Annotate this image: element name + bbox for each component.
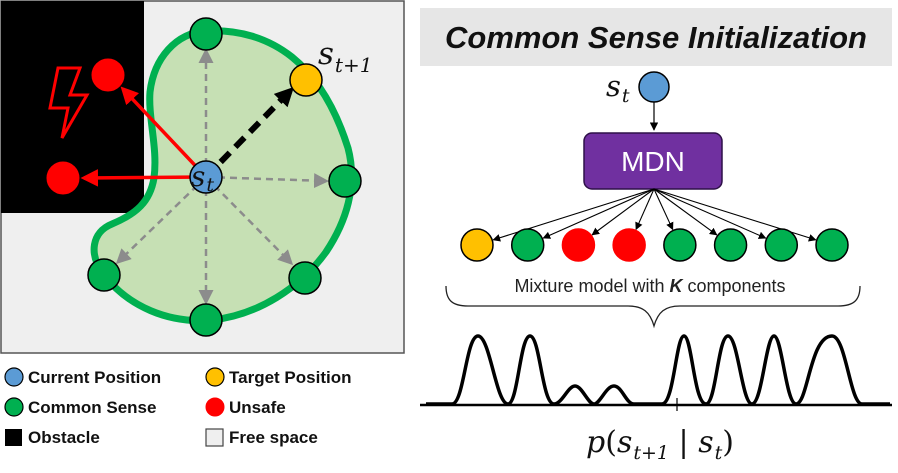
current-node <box>189 160 223 194</box>
mixture-arrows <box>492 188 817 242</box>
legend-unsafe-swatch <box>205 397 225 417</box>
legend-target-label: Target Position <box>229 368 351 387</box>
sample-node-lower-right <box>288 261 322 295</box>
mixture-component-node-orange <box>460 228 494 262</box>
mixture-arrow <box>591 188 655 236</box>
initialization-panel: Common Sense Initialization st MDN Mixtu… <box>420 8 892 464</box>
legend: Current Position Target Position Common … <box>4 367 351 447</box>
mixture-arrow <box>542 188 655 239</box>
legend-common-swatch <box>4 397 24 417</box>
sample-node-top <box>189 17 223 51</box>
mixture-brace <box>445 285 861 329</box>
unsafe-node-upper <box>91 58 125 92</box>
sample-node-bottom <box>189 303 223 337</box>
legend-common-label: Common Sense <box>28 398 156 417</box>
title-banner <box>420 8 892 66</box>
mixture-arrow <box>653 188 718 236</box>
mixture-density-curve <box>426 334 890 406</box>
input-state-node <box>638 71 670 103</box>
lightning-icon <box>48 66 90 139</box>
mixture-components <box>460 228 849 262</box>
current-state-label: st <box>191 160 214 196</box>
legend-obstacle-swatch <box>5 429 22 446</box>
mdn-label: MDN <box>621 146 685 177</box>
legend-obstacle-label: Obstacle <box>28 428 100 447</box>
mixture-arrow <box>635 188 655 231</box>
panel-title: Common Sense Initialization <box>445 20 867 55</box>
legend-free-label: Free space <box>229 428 318 447</box>
output-formula: p(st+1 | st) <box>586 425 734 464</box>
legend-unsafe-label: Unsafe <box>229 398 286 417</box>
target-node <box>289 63 323 97</box>
sample-node-right <box>328 164 362 198</box>
input-state-label: st <box>606 69 630 107</box>
mixture-component-node-green <box>815 228 849 262</box>
mixture-component-node-green <box>510 228 545 262</box>
target-state-label: st+1 <box>318 36 372 77</box>
legend-current-label: Current Position <box>28 368 161 387</box>
unsafe-node-left <box>46 161 80 195</box>
mixture-caption: Mixture model with K components <box>514 276 785 296</box>
mixture-component-node-red <box>612 228 646 262</box>
mixture-component-node-green <box>713 228 748 262</box>
legend-target-swatch <box>205 367 225 387</box>
unsafe-arrow-upper <box>120 86 208 179</box>
mixture-component-node-green <box>764 228 799 262</box>
legend-free-swatch <box>205 428 224 447</box>
mixture-component-node-green <box>663 228 697 262</box>
legend-current-swatch <box>4 367 24 387</box>
environment-panel: st st+1 <box>0 0 405 354</box>
mixture-component-node-red <box>561 228 596 262</box>
unsafe-arrow-left <box>80 169 207 187</box>
mixture-arrow <box>653 188 674 231</box>
sample-node-lower-left <box>87 258 121 292</box>
sampled-arrows <box>115 48 329 305</box>
mixture-arrow <box>653 188 767 239</box>
